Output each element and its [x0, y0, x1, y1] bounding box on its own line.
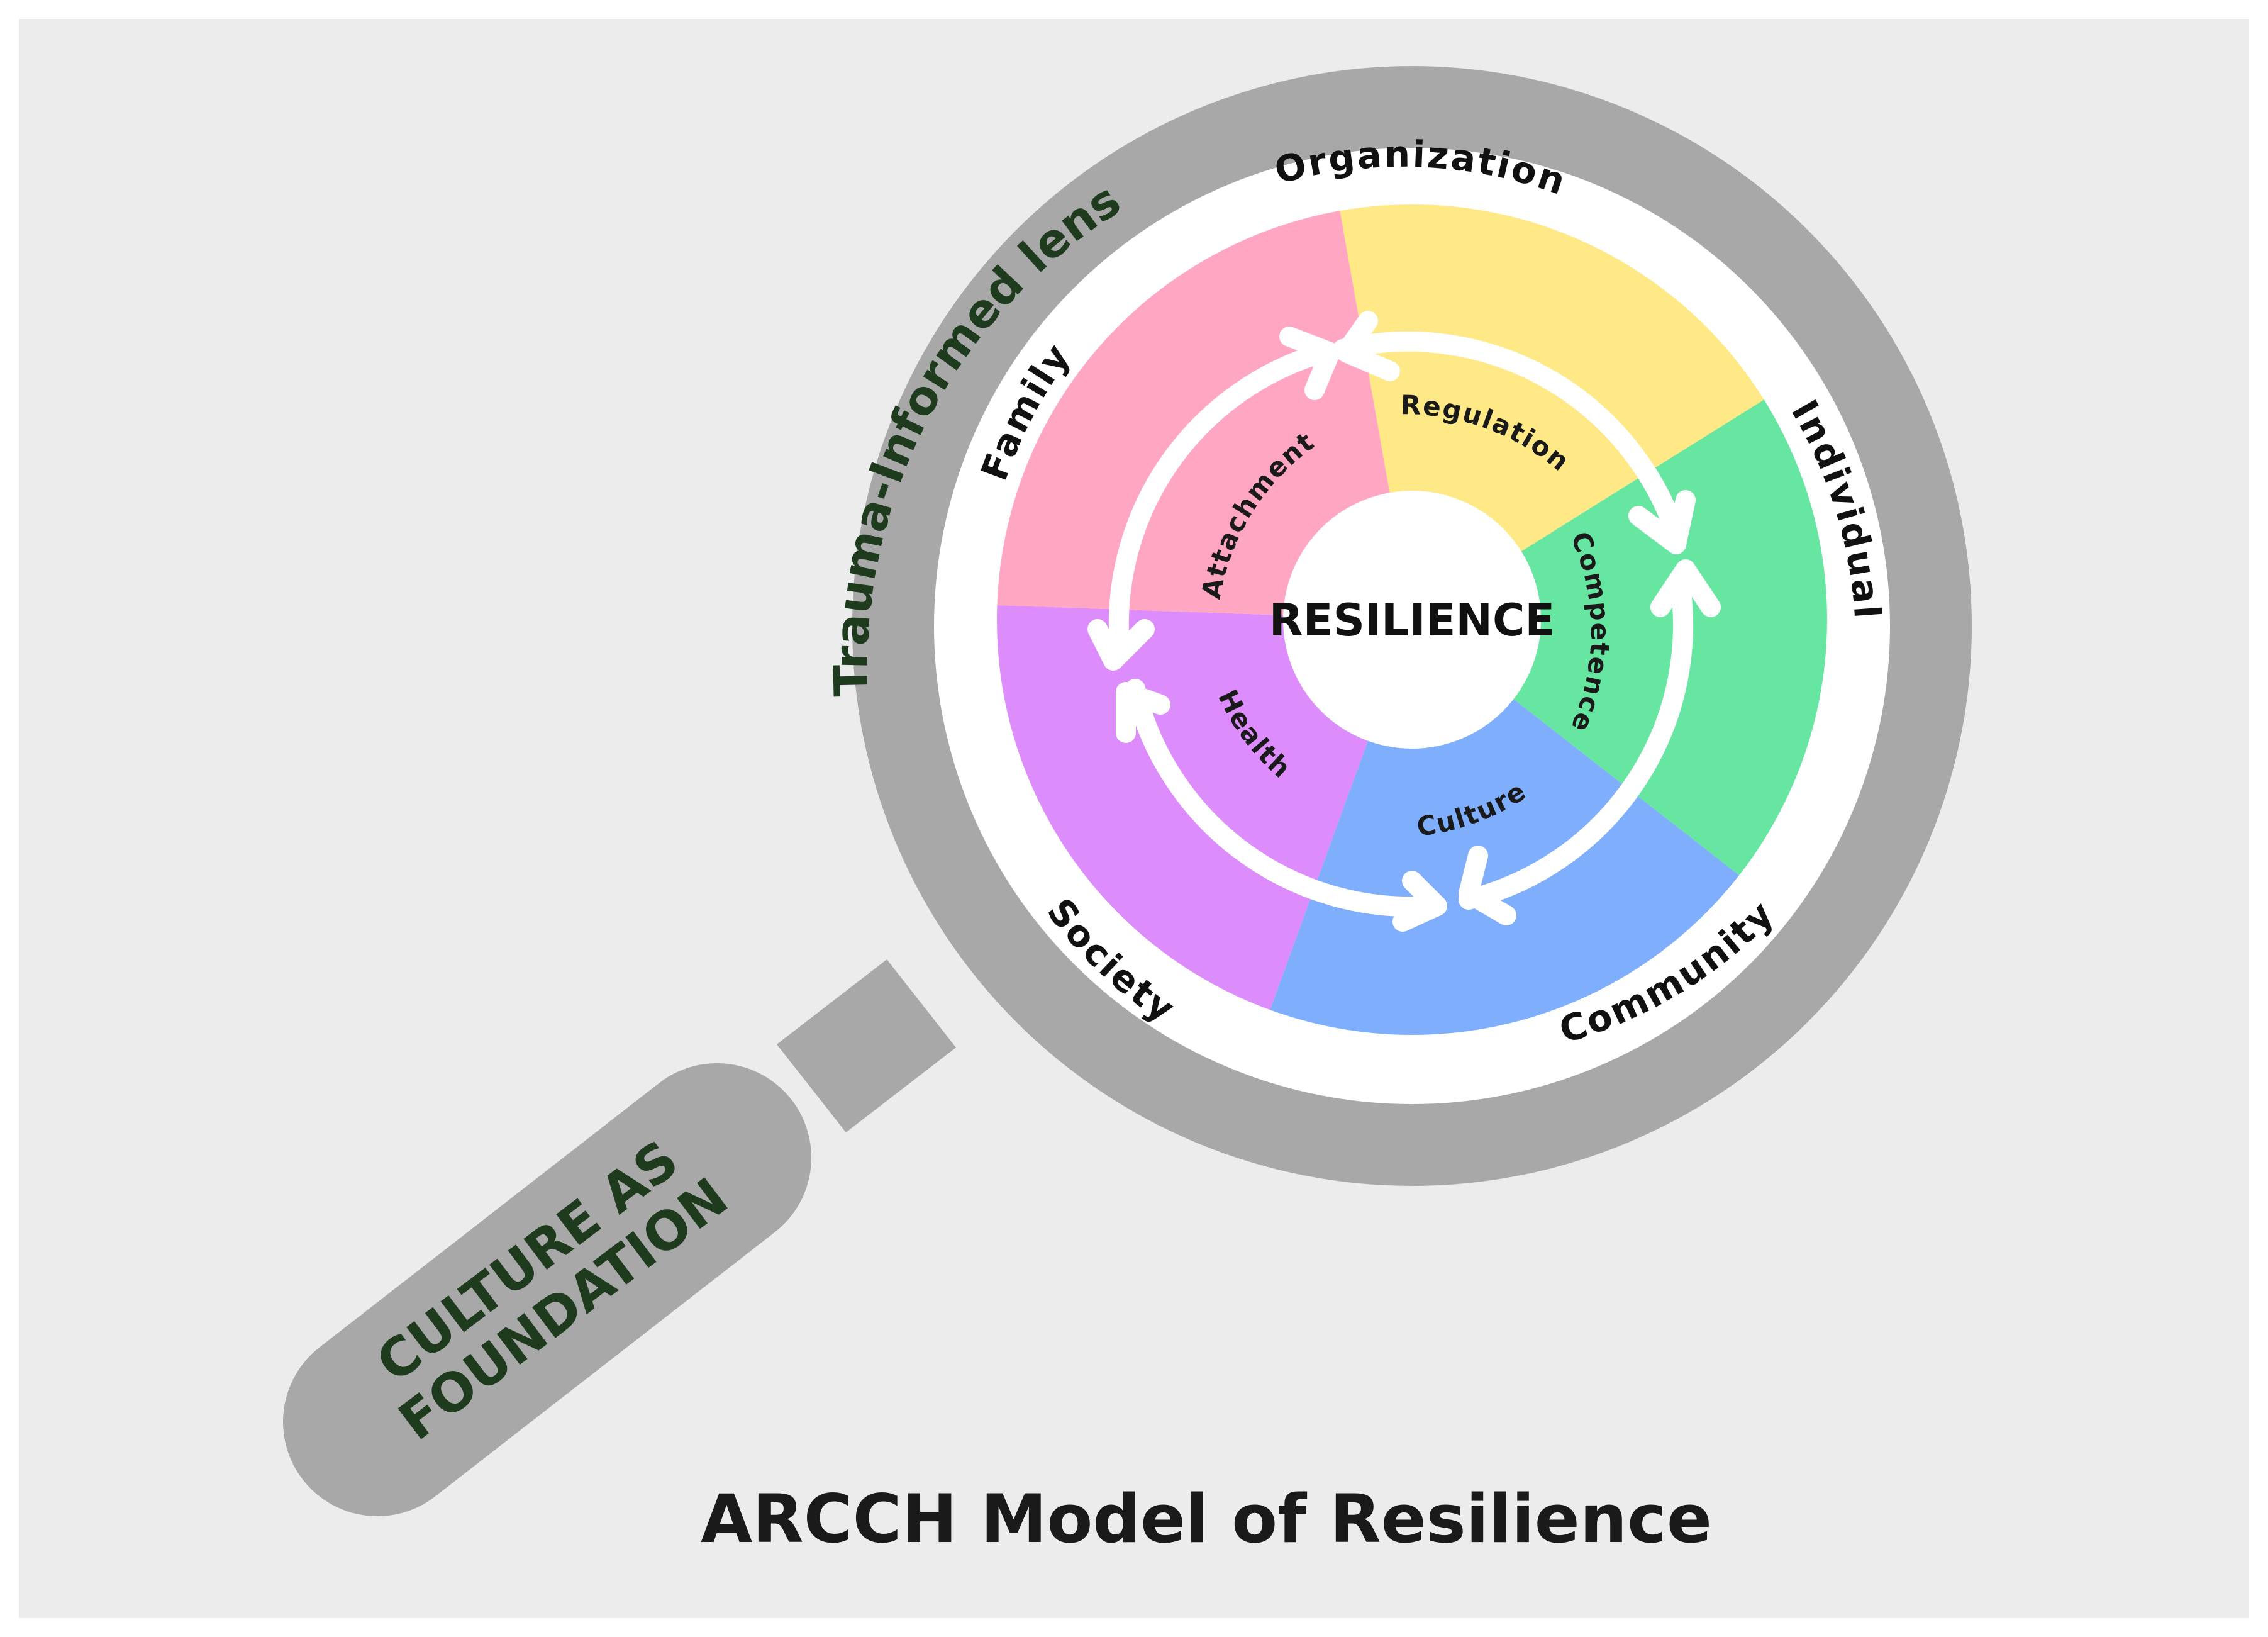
arrowhead-left-top	[1116, 682, 1170, 743]
arrow-arc-right	[1459, 569, 1694, 910]
center-circle	[1283, 491, 1541, 749]
arrow-arc-left	[1108, 342, 1334, 655]
cycle-arrows	[1087, 311, 1721, 932]
magnifier-handle	[283, 959, 956, 1516]
center-label: RESILIENCE	[1269, 595, 1555, 646]
handle-neck	[777, 959, 956, 1132]
arrow-arc-bottom	[1125, 679, 1441, 917]
arrowhead-top-right	[1336, 311, 1400, 381]
arrowhead-bottom-left	[1392, 871, 1447, 932]
segment-competence	[1412, 399, 1827, 876]
arrowhead-right-top	[1628, 490, 1696, 554]
arrowhead-left-bottom	[1087, 619, 1155, 671]
arrowhead-bottom-right	[1459, 846, 1516, 925]
diagram-title: ARCCH Model of Resilience	[701, 1480, 1712, 1558]
handle-grip	[283, 1063, 811, 1516]
arrow-arc-top	[1333, 331, 1686, 545]
arrowhead-top-left	[1279, 327, 1340, 400]
arrowhead-right-bottom	[1650, 559, 1721, 617]
